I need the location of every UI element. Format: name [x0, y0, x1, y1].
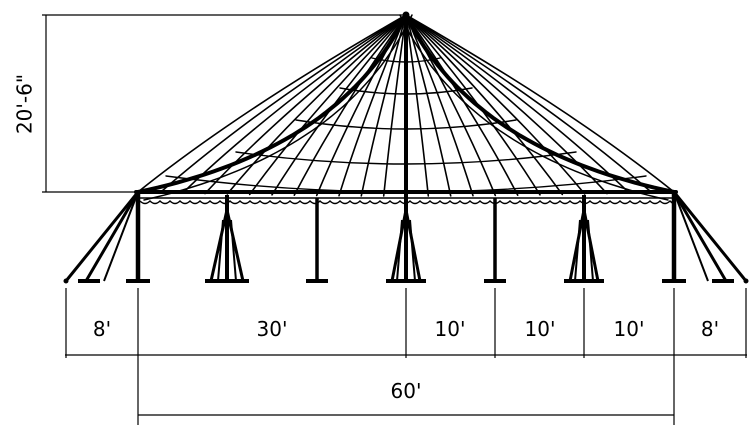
height-label: 20'-6" [13, 74, 37, 134]
height-dimension [42, 14, 405, 193]
roof-seam [405, 14, 675, 193]
roof-seam [405, 14, 497, 197]
pole-brace [396, 219, 403, 282]
pole-brace [587, 219, 594, 282]
guy-line [103, 191, 139, 282]
roof-seam [405, 14, 608, 195]
overall-width-label: 60' [391, 379, 422, 403]
guy-line [672, 191, 728, 282]
roof-seam [405, 14, 541, 196]
roof-seam [137, 14, 407, 193]
segment-label-left-guy: 8' [93, 317, 111, 341]
guy-anchor [63, 278, 69, 284]
roof-seam [159, 14, 407, 194]
roof-seam [226, 14, 407, 195]
roof-seam [204, 14, 407, 195]
roof-seam [405, 14, 452, 197]
guy-line [64, 191, 140, 282]
roof-seam [405, 14, 564, 196]
valance-band [139, 200, 674, 205]
roof-seam [382, 14, 407, 197]
pole-brace [409, 219, 416, 282]
guy-line [84, 191, 140, 282]
segment-label-half-width: 30' [257, 317, 288, 341]
roof-seam [181, 14, 407, 194]
segment-label-bay-3: 10' [614, 317, 645, 341]
roof-seam [405, 14, 653, 194]
segment-label-bay-2: 10' [525, 317, 556, 341]
roof-seam [405, 14, 631, 194]
roof-seam [338, 14, 407, 197]
guy-anchor [743, 278, 749, 284]
roof-seam [293, 14, 407, 196]
guy-line [672, 191, 748, 282]
pole-brace [574, 219, 581, 282]
roof-seam [405, 14, 474, 197]
roof-seam [405, 14, 430, 197]
pole-brace [217, 219, 224, 282]
pole-brace [225, 209, 245, 282]
roof-seam [360, 14, 407, 197]
pole-brace [209, 209, 229, 282]
roof-seam [315, 14, 407, 197]
segment-dimensions [65, 288, 747, 425]
roof-inner-outline [143, 14, 413, 201]
roof-seam [405, 14, 586, 195]
valance-scallops [139, 200, 674, 205]
roof-seam [248, 14, 407, 196]
tent-poles [63, 11, 749, 284]
roof-seam [271, 14, 407, 196]
pole-brace [230, 219, 237, 282]
guy-line [673, 191, 709, 282]
segment-label-right-guy: 8' [701, 317, 719, 341]
roof-seam [405, 14, 519, 196]
segment-label-bay-1: 10' [435, 317, 466, 341]
roof-inner-outline [399, 14, 669, 201]
